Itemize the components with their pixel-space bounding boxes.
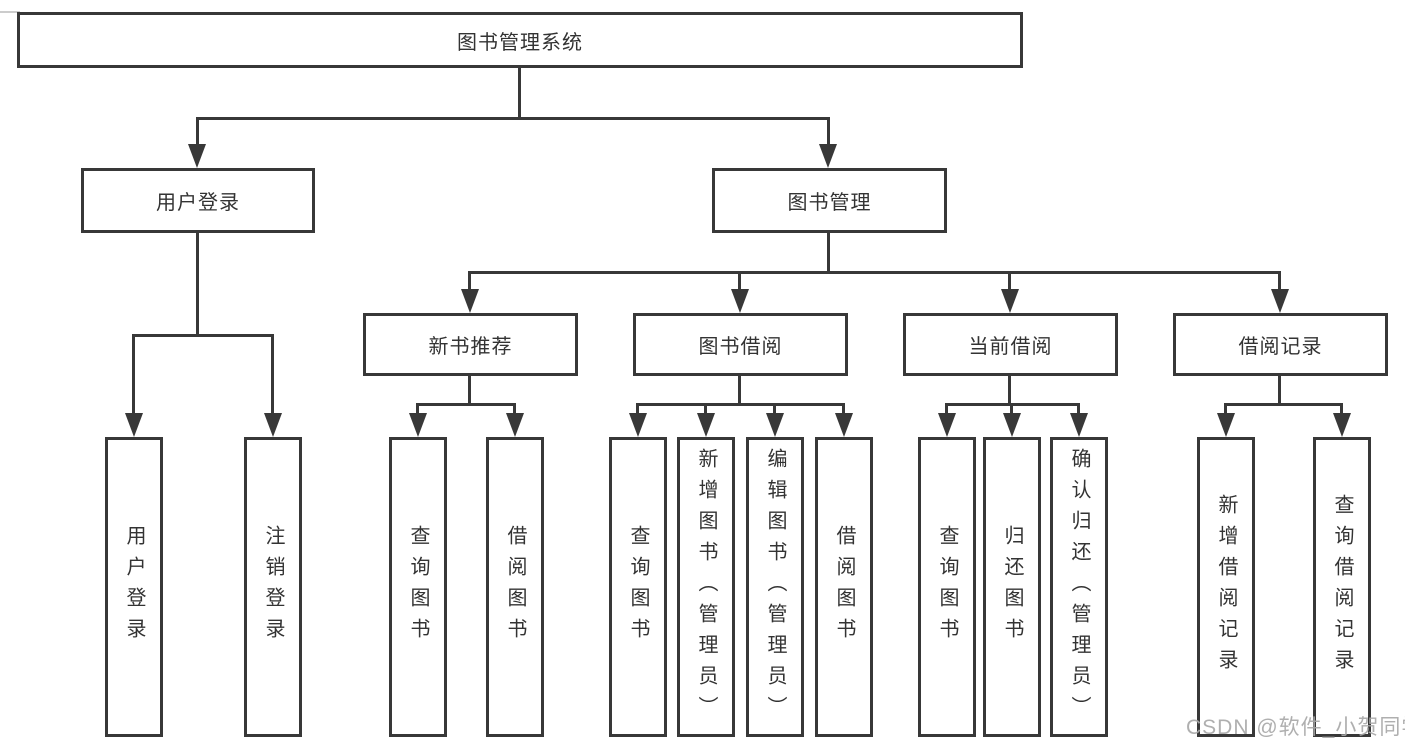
node-label: 新增借阅记录 — [1215, 494, 1237, 680]
connector-book-management-stub — [827, 231, 830, 272]
leaf-return-books: 归还图书 — [983, 437, 1041, 737]
connector-arrow-shaft — [738, 272, 741, 291]
connector-arrow-shaft — [1010, 404, 1013, 415]
node-label: 借阅记录 — [1238, 336, 1323, 358]
leaf-query-books-recommend: 查询图书 — [389, 437, 447, 737]
arrowhead-down-icon — [1001, 289, 1019, 313]
connector-arrow-shaft — [827, 118, 830, 146]
csdn-watermark: CSDN @软件_小贺同学 — [1186, 716, 1405, 739]
connector-stub — [1008, 374, 1011, 404]
arrowhead-down-icon — [1271, 289, 1289, 313]
node-user-login: 用户登录 — [81, 168, 315, 233]
node-label: 借阅图书 — [833, 525, 855, 649]
arrowhead-down-icon — [819, 144, 837, 168]
arrowhead-down-icon — [506, 413, 524, 437]
node-label: 借阅图书 — [504, 525, 526, 649]
connector-spread — [636, 403, 845, 406]
node-label: 图书借阅 — [698, 336, 783, 358]
leaf-borrow-books-recommend: 借阅图书 — [486, 437, 544, 737]
node-label: 新书推荐 — [428, 336, 513, 358]
leaf-user-login: 用户登录 — [105, 437, 163, 737]
connector-user-login-stub — [196, 231, 199, 335]
connector-arrow-shaft — [132, 335, 135, 415]
connector-stub — [468, 374, 471, 404]
connector-level3-spread — [468, 271, 1281, 274]
leaf-add-books-admin: 新增图书（管理员） — [677, 437, 735, 737]
connector-arrow-shaft — [1077, 404, 1080, 415]
arrowhead-down-icon — [938, 413, 956, 437]
node-borrow-records: 借阅记录 — [1173, 313, 1388, 376]
connector-arrow-shaft — [704, 404, 707, 415]
node-label: 注销登录 — [262, 525, 284, 649]
arrowhead-down-icon — [1003, 413, 1021, 437]
page-edge-line — [0, 11, 20, 13]
connector-arrow-shaft — [636, 404, 639, 415]
node-book-management: 图书管理 — [712, 168, 947, 233]
leaf-add-borrow-record: 新增借阅记录 — [1197, 437, 1255, 737]
node-label: 查询图书 — [407, 525, 429, 649]
connector-arrow-shaft — [196, 118, 199, 146]
node-book-borrow: 图书借阅 — [633, 313, 848, 376]
arrowhead-down-icon — [264, 413, 282, 437]
connector-arrow-shaft — [513, 404, 516, 415]
node-current-borrow: 当前借阅 — [903, 313, 1118, 376]
arrowhead-down-icon — [1217, 413, 1235, 437]
arrowhead-down-icon — [125, 413, 143, 437]
connector-arrow-shaft — [416, 404, 419, 415]
leaf-borrow-books: 借阅图书 — [815, 437, 873, 737]
node-label: 查询图书 — [627, 525, 649, 649]
connector-stub — [738, 374, 741, 404]
arrowhead-down-icon — [731, 289, 749, 313]
arrowhead-down-icon — [188, 144, 206, 168]
node-library-management-system: 图书管理系统 — [17, 12, 1023, 68]
node-label: 归还图书 — [1001, 525, 1023, 649]
connector-arrow-shaft — [1278, 272, 1281, 291]
connector-arrow-shaft — [1008, 272, 1011, 291]
connector-arrow-shaft — [773, 404, 776, 415]
connector-spread — [416, 403, 516, 406]
node-label: 用户登录 — [156, 192, 240, 214]
connector-arrow-shaft — [271, 335, 274, 415]
connector-arrow-shaft — [468, 272, 471, 291]
arrowhead-down-icon — [629, 413, 647, 437]
arrowhead-down-icon — [1070, 413, 1088, 437]
node-new-book-recommend: 新书推荐 — [363, 313, 578, 376]
connector-spread — [1224, 403, 1343, 406]
leaf-edit-books-admin: 编辑图书（管理员） — [746, 437, 804, 737]
connector-arrow-shaft — [842, 404, 845, 415]
arrowhead-down-icon — [766, 413, 784, 437]
connector-arrow-shaft — [1224, 404, 1227, 415]
connector-arrow-shaft — [1340, 404, 1343, 415]
node-label: 图书管理 — [787, 192, 872, 214]
arrowhead-down-icon — [409, 413, 427, 437]
leaf-query-books-borrow: 查询图书 — [609, 437, 667, 737]
arrowhead-down-icon — [697, 413, 715, 437]
arrowhead-down-icon — [1333, 413, 1351, 437]
node-label: 查询图书 — [936, 525, 958, 649]
node-label: 当前借阅 — [968, 336, 1053, 358]
arrowhead-down-icon — [835, 413, 853, 437]
arrowhead-down-icon — [461, 289, 479, 313]
node-label: 编辑图书（管理员） — [764, 447, 786, 727]
connector-user-login-spread — [132, 334, 274, 337]
node-label: 图书管理系统 — [457, 31, 583, 54]
node-label: 用户登录 — [123, 525, 145, 649]
connector-root-stub — [518, 66, 521, 118]
leaf-query-books-current: 查询图书 — [918, 437, 976, 737]
leaf-logout: 注销登录 — [244, 437, 302, 737]
connector-stub — [1278, 374, 1281, 404]
connector-arrow-shaft — [945, 404, 948, 415]
node-label: 查询借阅记录 — [1331, 494, 1353, 680]
node-label: 新增图书（管理员） — [695, 447, 717, 727]
leaf-query-borrow-record: 查询借阅记录 — [1313, 437, 1371, 737]
connector-level2-spread — [196, 117, 830, 120]
node-label: 确认归还（管理员） — [1068, 447, 1090, 727]
leaf-confirm-return-admin: 确认归还（管理员） — [1050, 437, 1108, 737]
